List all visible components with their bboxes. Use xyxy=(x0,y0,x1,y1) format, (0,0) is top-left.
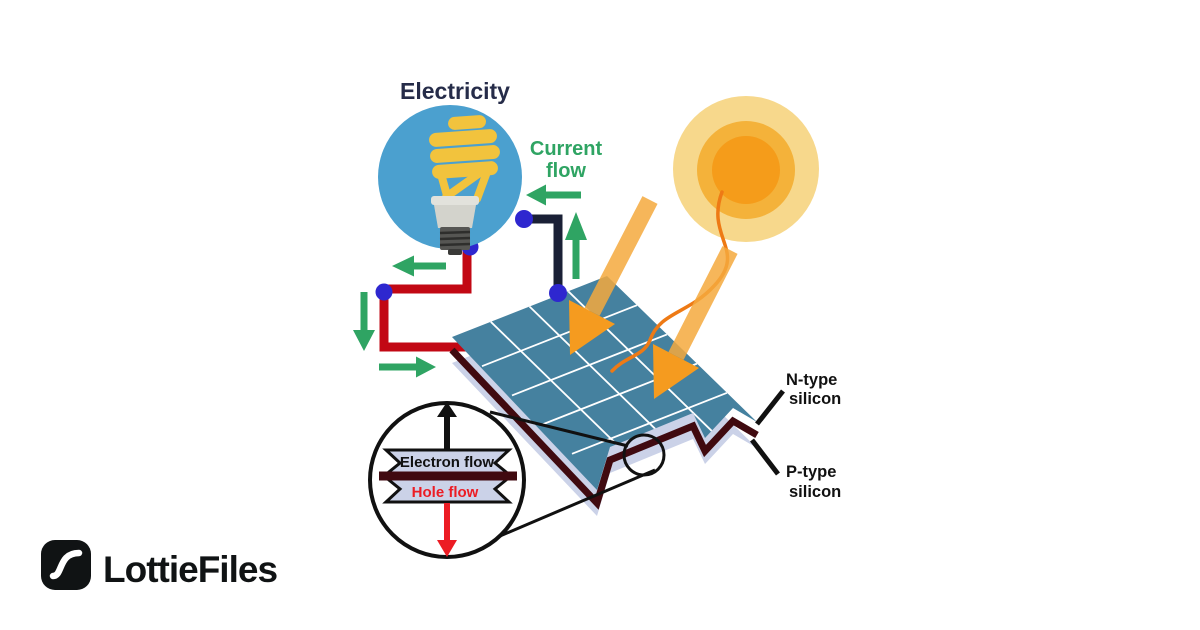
ray-arrowhead-1 xyxy=(569,300,615,355)
p-type-label-line2: silicon xyxy=(789,483,841,501)
n-type-pointer xyxy=(755,389,785,426)
ray-shaft-1 xyxy=(584,196,658,316)
current-flow-label-line2: flow xyxy=(546,160,586,182)
electricity-label: Electricity xyxy=(400,78,510,104)
current-arrow-right-icon xyxy=(379,356,436,378)
hole-flow-arrow-icon xyxy=(437,503,457,557)
electron-flow-label: Electron flow xyxy=(400,454,495,471)
junction-stripe-magnified xyxy=(379,471,517,481)
heat-squiggle-icon xyxy=(610,190,730,373)
junction-highlight-circle xyxy=(622,433,666,477)
ray-shaft-2 xyxy=(668,246,738,360)
current-arrows xyxy=(353,184,587,378)
lottiefiles-wordmark: LottieFiles xyxy=(103,549,277,590)
magnifier-line-lower xyxy=(499,468,656,538)
sun-core xyxy=(712,136,780,204)
lottiefiles-logo-icon xyxy=(41,540,91,590)
bulb-base-lip xyxy=(431,196,479,205)
node-bulb-right xyxy=(515,210,533,228)
current-flow-label-line1: Current xyxy=(530,138,603,160)
ray-arrowhead-2 xyxy=(653,344,699,399)
bulb-screw-threads xyxy=(439,230,471,247)
bulb-tip xyxy=(448,249,462,255)
n-type-label-line1: N-type xyxy=(786,371,837,389)
lottie-curve-glyph xyxy=(49,549,83,580)
panel-surface xyxy=(452,276,757,490)
sun-icon xyxy=(673,96,819,242)
p-type-label-line1: P-type xyxy=(786,463,836,481)
bulb-tubes xyxy=(437,166,491,203)
junction-magnifier: Electron flow Hole flow xyxy=(368,401,666,559)
sun-rays xyxy=(569,190,738,399)
layer-labels: N-type silicon P-type silicon xyxy=(750,371,841,501)
current-arrow-left-icon xyxy=(526,184,581,206)
cfl-bulb xyxy=(429,115,500,255)
electron-flow-arrow-icon xyxy=(437,402,457,449)
current-arrow-left2-icon xyxy=(392,255,446,277)
node-panel xyxy=(549,284,567,302)
circuit-nodes xyxy=(375,210,567,302)
lottiefiles-logo: LottieFiles xyxy=(41,540,278,590)
node-red-wire xyxy=(375,283,393,301)
magnifier-line-upper xyxy=(489,410,629,448)
light-bulb-icon xyxy=(378,105,522,255)
navy-wire xyxy=(524,214,563,293)
current-arrow-up-icon xyxy=(565,212,587,279)
p-type-pointer xyxy=(750,438,780,476)
n-type-label-line2: silicon xyxy=(789,390,841,408)
current-arrow-down-icon xyxy=(353,292,375,351)
pn-junction-stripe xyxy=(449,347,759,510)
hole-flow-label: Hole flow xyxy=(412,484,479,501)
bulb-base-body xyxy=(434,205,476,228)
